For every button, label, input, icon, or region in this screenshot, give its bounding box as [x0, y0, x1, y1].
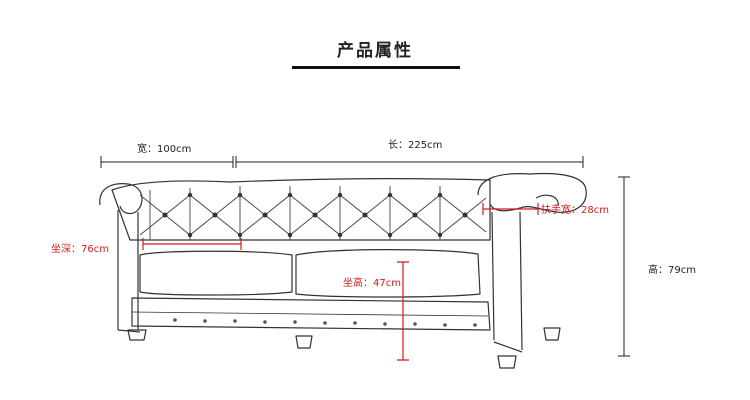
- sofa-back: [111, 178, 491, 241]
- seat-depth-label: 坐深：76cm: [51, 244, 109, 255]
- width-label: 宽：100cm: [137, 144, 192, 155]
- armrest-width-label: 扶手宽：28cm: [541, 205, 609, 216]
- title-underline: [292, 66, 460, 69]
- seat-depth-line: [142, 238, 242, 250]
- height-label: 高：79cm: [648, 265, 696, 276]
- tufting-buttons: [162, 192, 468, 238]
- width-dimension-line: [100, 156, 234, 168]
- sofa-foot-left: [127, 329, 147, 341]
- nailhead-trim: [173, 318, 477, 327]
- dimension-lines-red: [142, 203, 539, 361]
- sofa-foot-right-back: [543, 327, 561, 341]
- sofa-base: [131, 297, 491, 331]
- length-dimension-line: [235, 156, 584, 168]
- sofa-foot-mid: [295, 335, 313, 349]
- seat-cushion-left: [139, 250, 293, 296]
- length-label: 长：225cm: [388, 140, 443, 151]
- sofa-sketch: [99, 172, 587, 369]
- height-dimension-line: [618, 176, 630, 357]
- dimension-lines-black: [100, 156, 630, 357]
- armrest-width-line: [482, 203, 539, 215]
- seat-height-line: [397, 261, 409, 361]
- left-arm: [99, 183, 143, 333]
- seat-height-label: 坐高：47cm: [343, 278, 401, 289]
- sofa-foot-right-front: [497, 355, 517, 369]
- seat-cushion-right: [295, 249, 481, 298]
- right-arm: [477, 172, 587, 353]
- page-title: 产品属性: [337, 41, 413, 61]
